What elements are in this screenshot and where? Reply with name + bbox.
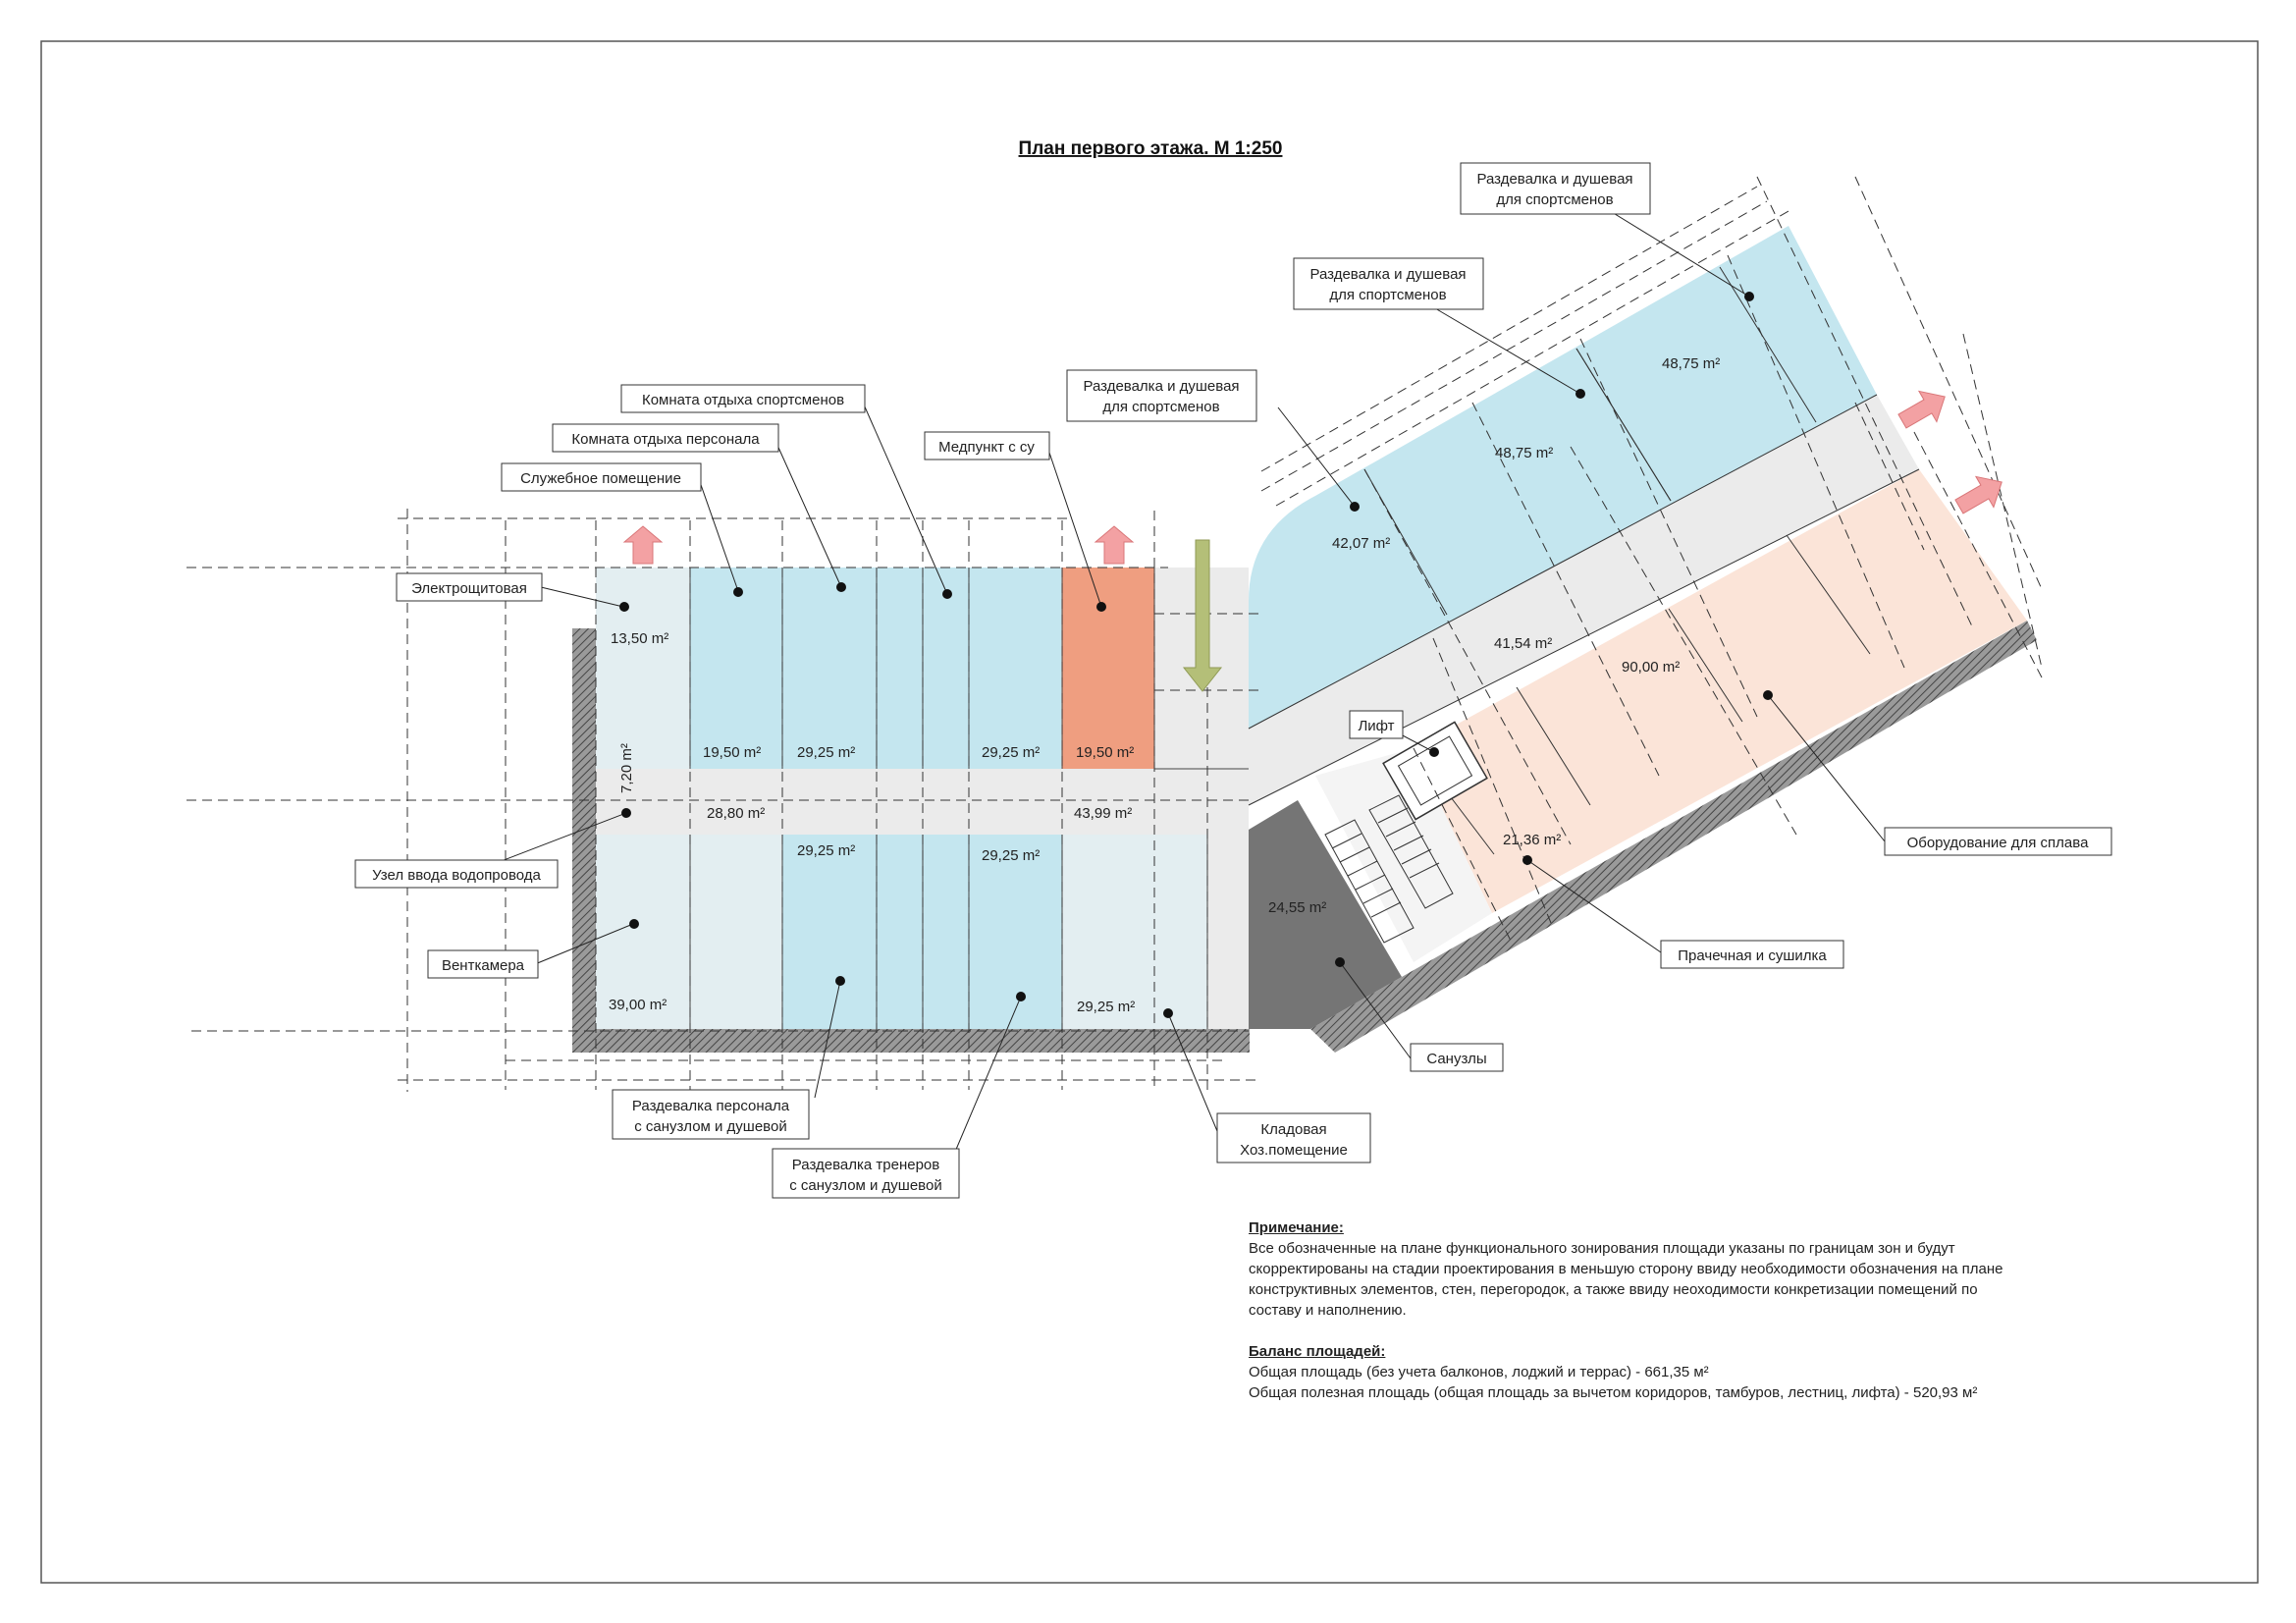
- notes-line-1: Все обозначенные на плане функциональног…: [1249, 1240, 1955, 1257]
- dimension-7-20: 7,20 m²: [618, 743, 635, 793]
- leader-lines: [485, 200, 1886, 1153]
- svg-text:для спортсменов: для спортсменов: [1102, 399, 1219, 415]
- plan-title: План первого этажа. М 1:250: [1019, 138, 1283, 159]
- svg-text:Оборудование для сплава: Оборудование для сплава: [1907, 835, 2089, 851]
- svg-text:Комната отдыха персонала: Комната отдыха персонала: [571, 431, 760, 448]
- label-water-inlet: Узел ввода водопровода: [354, 859, 559, 889]
- axis-grid: [187, 176, 2043, 1092]
- area-staff-locker: 29,25 m²: [797, 842, 855, 859]
- notes-line-3: конструктивных элементов, стен, перегоро…: [1249, 1281, 1978, 1298]
- area-rafting: 90,00 m²: [1622, 659, 1680, 676]
- left-block: [572, 568, 1250, 1053]
- area-corridor-left: 28,80 m²: [707, 805, 765, 822]
- svg-text:Комната отдыха спортсменов: Комната отдыха спортсменов: [642, 392, 844, 408]
- area-storage: 29,25 m²: [1077, 999, 1135, 1015]
- area-toilets: 24,55 m²: [1268, 899, 1326, 916]
- rafting-laundry-zone: [1414, 469, 2027, 913]
- notes-heading: Примечание:: [1249, 1219, 1344, 1236]
- notes-line-2: скорректированы на стадии проектирования…: [1249, 1261, 2003, 1277]
- area-locker-2: 48,75 m²: [1495, 445, 1553, 461]
- svg-text:Медпункт с су: Медпункт с су: [938, 439, 1035, 456]
- svg-text:с санузлом и душевой: с санузлом и душевой: [789, 1177, 941, 1194]
- sheet-frame: [40, 40, 2259, 1584]
- storage-room: [1062, 835, 1207, 1029]
- svg-text:для спортсменов: для спортсменов: [1496, 191, 1613, 208]
- diagonal-corridor: [1249, 395, 1919, 805]
- label-rafting: Оборудование для сплава: [1884, 827, 2112, 856]
- athletes-lockers-zone: [1249, 226, 1877, 729]
- label-laundry: Прачечная и сушилка: [1660, 940, 1844, 969]
- diagonal-wall: [1310, 621, 2037, 1053]
- balance-total: Общая площадь (без учета балконов, лоджи…: [1249, 1364, 1709, 1380]
- label-coach-locker: Раздевалка тренеров с санузлом и душевой: [772, 1148, 960, 1199]
- area-rest-athletes: 29,25 m²: [982, 744, 1040, 761]
- area-rest-staff: 29,25 m²: [797, 744, 855, 761]
- svg-text:Венткамера: Венткамера: [442, 957, 525, 974]
- svg-text:Хоз.помещение: Хоз.помещение: [1240, 1142, 1348, 1159]
- svg-text:Узел ввода водопровода: Узел ввода водопровода: [372, 867, 541, 884]
- label-lift: Лифт: [1349, 710, 1404, 739]
- area-locker-3: 48,75 m²: [1662, 355, 1720, 372]
- label-rest-athletes: Комната отдыха спортсменов: [620, 384, 866, 413]
- label-toilets: Санузлы: [1410, 1043, 1504, 1072]
- label-locker-1: Раздевалка и душевая для спортсменов: [1066, 369, 1257, 422]
- exit-arrow-ne2-icon: [1954, 475, 2002, 514]
- diagonal-block: [1248, 226, 2037, 1053]
- svg-text:Раздевалка и душевая: Раздевалка и душевая: [1309, 266, 1466, 283]
- area-service: 19,50 m²: [703, 744, 761, 761]
- room-labels: Комната отдыха спортсменов Комната отдых…: [354, 162, 2112, 1199]
- balance-heading: Баланс площадей:: [1249, 1343, 1386, 1360]
- svg-text:Прачечная и сушилка: Прачечная и сушилка: [1678, 947, 1827, 964]
- bottom-wall: [572, 1029, 1250, 1053]
- area-corridor-right: 43,99 m²: [1074, 805, 1132, 822]
- svg-text:Санузлы: Санузлы: [1426, 1051, 1486, 1067]
- label-locker-2: Раздевалка и душевая для спортсменов: [1293, 257, 1484, 310]
- balance-useful: Общая полезная площадь (общая площадь за…: [1249, 1384, 1978, 1401]
- staircase: [1324, 794, 1454, 944]
- exit-arrow-ne1-icon: [1897, 390, 1946, 429]
- notes-line-4: составу и наполнению.: [1249, 1302, 1407, 1319]
- ventilation-room: [596, 835, 782, 1029]
- exit-arrow-left-icon: [622, 525, 664, 565]
- label-service-room: Служебное помещение: [501, 462, 702, 492]
- exit-arrow-medical-icon: [1094, 525, 1135, 565]
- label-locker-3: Раздевалка и душевая для спортсменов: [1460, 162, 1651, 215]
- leader-dots: [619, 292, 1773, 1018]
- svg-text:Раздевалка тренеров: Раздевалка тренеров: [792, 1157, 939, 1173]
- notes-block: Примечание: Все обозначенные на плане фу…: [1249, 1217, 2162, 1403]
- area-values: 13,50 m² 19,50 m² 29,25 m² 29,25 m² 19,5…: [609, 355, 1720, 1015]
- svg-text:с санузлом и душевой: с санузлом и душевой: [634, 1118, 786, 1135]
- area-diagonal-corridor: 41,54 m²: [1494, 635, 1552, 652]
- area-electrical: 13,50 m²: [611, 630, 668, 647]
- rest-rooms: [690, 568, 1061, 769]
- label-storage: Кладовая Хоз.помещение: [1216, 1112, 1371, 1163]
- area-coach-locker: 29,25 m²: [982, 847, 1040, 864]
- svg-text:Раздевалка и душевая: Раздевалка и душевая: [1083, 378, 1239, 395]
- svg-text:Раздевалка и душевая: Раздевалка и душевая: [1476, 171, 1632, 188]
- left-wall: [572, 628, 596, 1053]
- entry-arrow-icon: [1182, 539, 1223, 692]
- label-ventilation: Венткамера: [427, 949, 539, 979]
- lift-shaft: [1382, 721, 1488, 821]
- label-rest-staff: Комната отдыха персонала: [552, 423, 779, 453]
- electrical-room: [596, 568, 690, 769]
- toilets-zone: [1249, 800, 1402, 1029]
- medical-room: [1062, 568, 1154, 769]
- svg-text:Кладовая: Кладовая: [1260, 1121, 1326, 1138]
- area-medical: 19,50 m²: [1076, 744, 1134, 761]
- area-locker-1: 42,07 m²: [1332, 535, 1390, 552]
- label-electrical: Электрощитовая: [396, 572, 543, 602]
- svg-text:Служебное помещение: Служебное помещение: [520, 470, 681, 487]
- area-ventilation: 39,00 m²: [609, 997, 667, 1013]
- label-medical: Медпункт с су: [924, 431, 1050, 460]
- entrance-arrows: [622, 390, 2002, 692]
- area-laundry: 21,36 m²: [1503, 832, 1561, 848]
- svg-text:для спортсменов: для спортсменов: [1329, 287, 1446, 303]
- svg-text:Электрощитовая: Электрощитовая: [411, 580, 527, 597]
- label-staff-locker: Раздевалка персонала с санузлом и душево…: [612, 1089, 810, 1140]
- svg-text:Лифт: Лифт: [1358, 718, 1394, 734]
- stair-zone: [1315, 748, 1492, 962]
- svg-text:Раздевалка персонала: Раздевалка персонала: [632, 1098, 790, 1114]
